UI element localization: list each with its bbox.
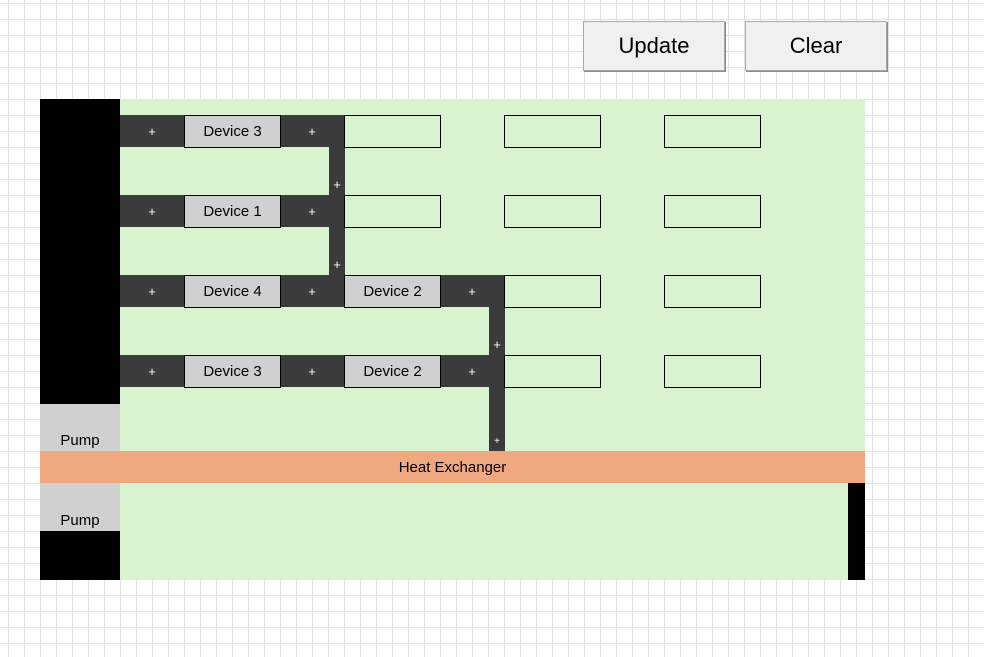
empty-device-slot[interactable]	[664, 115, 761, 148]
device-cell[interactable]: Device 1	[184, 195, 281, 228]
empty-device-slot[interactable]	[504, 275, 601, 308]
device-cell[interactable]: Device 2	[344, 355, 441, 388]
clear-button[interactable]: Clear	[745, 21, 887, 71]
empty-device-slot[interactable]	[504, 115, 601, 148]
supply-manifold	[40, 99, 120, 404]
device-cell[interactable]: Device 2	[344, 275, 441, 308]
empty-device-slot[interactable]	[664, 275, 761, 308]
connector-plus[interactable]: +	[308, 283, 316, 299]
device-cell[interactable]: Device 3	[184, 115, 281, 148]
empty-device-slot[interactable]	[344, 195, 441, 228]
pump-upper[interactable]: Pump	[40, 404, 120, 451]
empty-device-slot[interactable]	[664, 355, 761, 388]
connector-plus[interactable]: +	[494, 435, 500, 447]
pump-lower[interactable]: Pump	[40, 483, 120, 531]
device-cell[interactable]: Device 4	[184, 275, 281, 308]
heat-exchanger[interactable]: Heat Exchanger	[40, 451, 865, 483]
connector-plus[interactable]: +	[493, 336, 501, 352]
connector-plus[interactable]: +	[148, 123, 156, 139]
connector-plus[interactable]: +	[308, 363, 316, 379]
connector-plus[interactable]: +	[148, 203, 156, 219]
device-cell[interactable]: Device 3	[184, 355, 281, 388]
connector-plus[interactable]: +	[468, 363, 476, 379]
connector-plus[interactable]: +	[308, 203, 316, 219]
pipe-riser-b	[489, 275, 505, 451]
lower-loop-panel	[120, 483, 848, 580]
connector-plus[interactable]: +	[308, 123, 316, 139]
connector-plus[interactable]: +	[468, 283, 476, 299]
lower-manifold	[40, 531, 120, 580]
connector-plus[interactable]: +	[148, 363, 156, 379]
connector-plus[interactable]: +	[148, 283, 156, 299]
empty-device-slot[interactable]	[664, 195, 761, 228]
connector-plus[interactable]: +	[333, 176, 341, 192]
pipe-riser-a	[329, 115, 345, 307]
lower-return-bar	[848, 483, 865, 580]
empty-device-slot[interactable]	[504, 355, 601, 388]
update-button[interactable]: Update	[583, 21, 725, 71]
connector-plus[interactable]: +	[333, 256, 341, 272]
empty-device-slot[interactable]	[504, 195, 601, 228]
empty-device-slot[interactable]	[344, 115, 441, 148]
